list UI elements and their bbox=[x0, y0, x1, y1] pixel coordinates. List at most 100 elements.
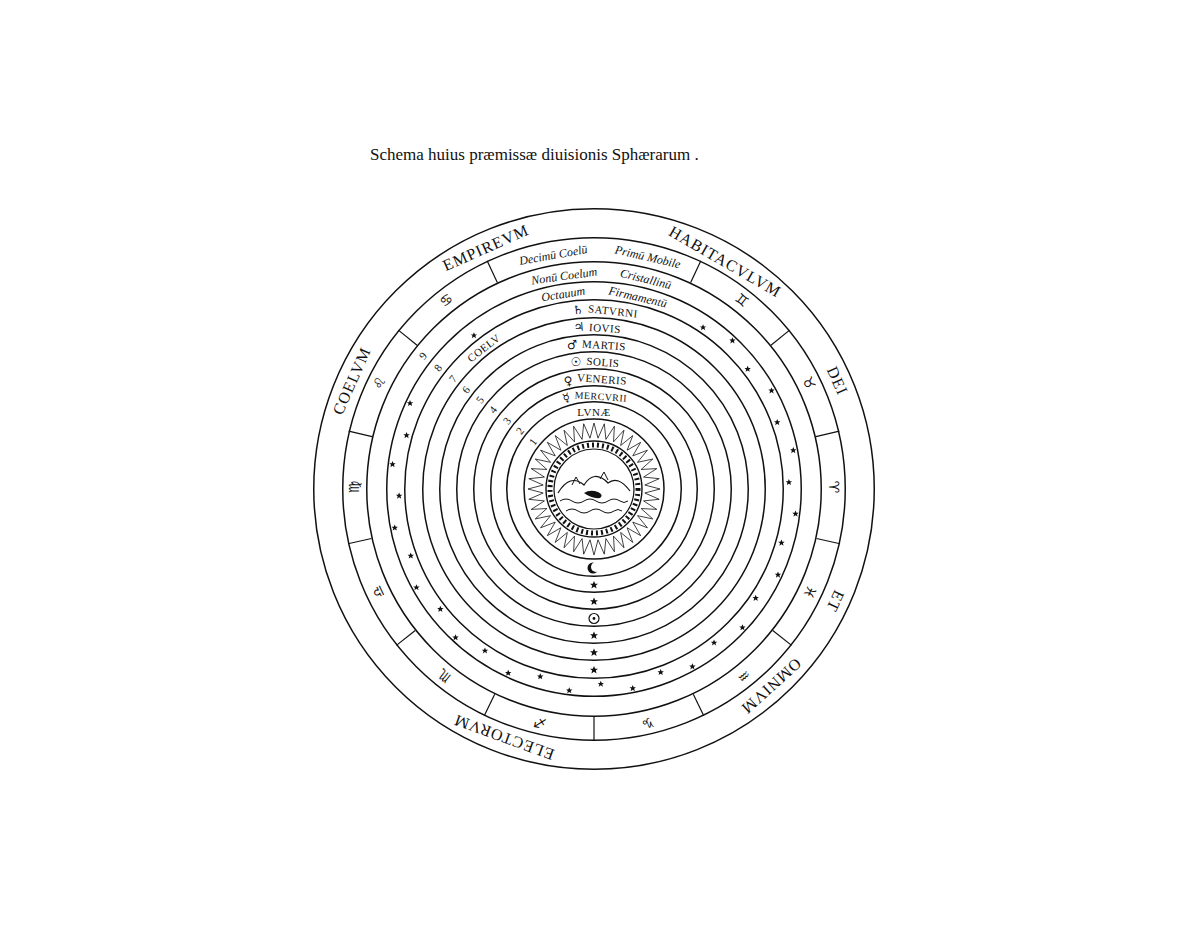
diagram-title-holder: Schema huius præmissæ diuisionis Sphærar… bbox=[370, 146, 699, 163]
zodiac-sign-holder: ♈ bbox=[826, 481, 842, 494]
sphere-number: 2 bbox=[514, 425, 526, 436]
zodiac-sign-holder: ♋ bbox=[437, 290, 457, 310]
sphere-band: ♃IOVIS♂MARTIS☉SOLIS♀VENERIS☿MERCVRIILVNÆ bbox=[422, 317, 766, 661]
divider-line bbox=[487, 261, 497, 283]
sphere-name-holder: MARTIS bbox=[582, 334, 627, 353]
sphere-name-holder: VENERIS bbox=[576, 369, 627, 388]
planet-symbol: ♀ bbox=[562, 374, 573, 388]
sphere-number-holder: 2 bbox=[511, 423, 527, 437]
planet-symbol-holder: ☿ bbox=[560, 389, 572, 406]
divider-line bbox=[816, 431, 839, 437]
sphere-number-holder: 4 bbox=[484, 402, 500, 416]
sphere-name: VENERIS bbox=[576, 373, 627, 387]
divider-line bbox=[817, 539, 840, 544]
zodiac-sign-holder: ♎ bbox=[368, 583, 388, 601]
sphere-number-holder: 3 bbox=[498, 413, 514, 427]
zodiac-sign: ♉ bbox=[800, 375, 818, 392]
sphere-circle bbox=[387, 282, 802, 697]
zodiac-sign: ♈ bbox=[827, 481, 841, 494]
sphere-name: MARTIS bbox=[582, 338, 627, 352]
divider-line bbox=[693, 694, 703, 716]
star-mark bbox=[729, 337, 735, 343]
planet-column bbox=[588, 562, 602, 674]
sphere-number: 3 bbox=[501, 415, 513, 426]
sphere-band: ☉SOLIS♀VENERIS☿MERCVRIILVNÆ bbox=[456, 351, 732, 627]
sphere-name-holder: Decimū Coelū bbox=[517, 240, 588, 268]
divider-line bbox=[691, 261, 701, 283]
star-mark bbox=[471, 332, 477, 338]
sphere-number: 6 bbox=[461, 384, 473, 395]
star-mark bbox=[482, 647, 488, 653]
sphere-number-holder: 1 bbox=[524, 433, 540, 447]
sphere-number: 1 bbox=[527, 436, 539, 447]
sphere-circle bbox=[343, 238, 846, 741]
sphere-band: ♀VENERIS☿MERCVRIILVNÆ bbox=[473, 368, 715, 610]
sphere-band: COELVMEMPIREVMHABITACVLVMDEIETOMNIVMELEC… bbox=[313, 208, 875, 770]
star-mark bbox=[700, 324, 706, 330]
star-mark bbox=[452, 634, 458, 640]
heaven-inscription: HABITACVLVM bbox=[667, 223, 785, 300]
sphere-number: 7 bbox=[447, 373, 459, 384]
zodiac-sign-holder: ♌ bbox=[369, 374, 389, 392]
zodiac-sign: ♒ bbox=[735, 667, 754, 686]
star-mark bbox=[630, 685, 636, 691]
zodiac-sign-holder: ♊ bbox=[732, 290, 752, 310]
zodiac-sign: ♌ bbox=[370, 375, 388, 392]
star-mark bbox=[407, 400, 413, 406]
zodiac-sign: ♐ bbox=[533, 714, 548, 730]
divider-line bbox=[773, 631, 792, 646]
star-mark bbox=[711, 639, 717, 645]
divider-line bbox=[396, 631, 415, 646]
star-mark bbox=[790, 447, 796, 453]
sphere-number: 4 bbox=[487, 405, 499, 416]
star-mark bbox=[396, 493, 402, 499]
star-mark bbox=[403, 432, 409, 438]
divider-line bbox=[771, 330, 790, 345]
star-mark bbox=[392, 525, 398, 531]
heaven-inscription-holder: EMPIREVM bbox=[441, 221, 532, 273]
star-mark bbox=[657, 669, 663, 675]
zodiac-sign: ♎ bbox=[369, 583, 387, 600]
heaven-inscription-holder: ET bbox=[823, 588, 847, 614]
divider-line bbox=[348, 539, 371, 544]
sphere-band: ☿MERCVRIILVNÆ bbox=[490, 385, 698, 593]
star-field bbox=[348, 261, 840, 741]
divider-line bbox=[593, 717, 594, 741]
star-mark bbox=[689, 663, 695, 669]
sphere-circle bbox=[405, 300, 784, 679]
sphere-circle bbox=[314, 209, 875, 770]
planet-symbol: ♄ bbox=[572, 304, 584, 317]
star-mark bbox=[778, 540, 784, 546]
sphere-band: OctauumFirmamentūCOELV♄SATVRNI♃IOVIS♂MAR… bbox=[386, 281, 802, 697]
zodiac-sign-holder: ♍ bbox=[346, 481, 362, 494]
sphere-name-holder: IOVIS bbox=[589, 317, 622, 335]
planet-symbol-holder: ♀ bbox=[562, 371, 574, 389]
sphere-band: Nonū CoelumCristallinūOctauumFirmamentūC… bbox=[366, 261, 822, 717]
divider-line bbox=[349, 431, 372, 437]
sphere-outline bbox=[313, 208, 875, 770]
sphere-number-holder: 7 bbox=[444, 371, 460, 385]
planet-symbol-holder: ☉ bbox=[570, 352, 583, 369]
sphere-name-holder: SOLIS bbox=[586, 351, 620, 369]
star-mark bbox=[413, 584, 419, 590]
star-mark bbox=[744, 366, 750, 372]
sphere-name-holder: COELV bbox=[463, 329, 503, 365]
heaven-inscription-holder: DEI bbox=[824, 364, 851, 398]
sphere-circle bbox=[457, 352, 732, 627]
zodiac-sign-holder: ♐ bbox=[533, 713, 549, 731]
divider-line bbox=[398, 330, 417, 345]
star-mark bbox=[598, 681, 604, 687]
zodiac-sign-holder: ♓ bbox=[801, 583, 821, 601]
earth-figure bbox=[524, 419, 664, 559]
sphere-name: LVNÆ bbox=[577, 407, 610, 418]
diagram-title: Schema huius præmissæ diuisionis Sphærar… bbox=[370, 146, 699, 163]
divider-line bbox=[484, 694, 494, 716]
sphere-number: 9 bbox=[418, 350, 430, 361]
sphere-name-holder: Octauum bbox=[540, 282, 586, 305]
planet-symbol-holder: ♄ bbox=[571, 301, 583, 318]
zodiac-sign-holder: ♒ bbox=[734, 666, 754, 686]
zodiac-sign: ♏ bbox=[435, 667, 454, 686]
star-mark bbox=[537, 673, 543, 679]
